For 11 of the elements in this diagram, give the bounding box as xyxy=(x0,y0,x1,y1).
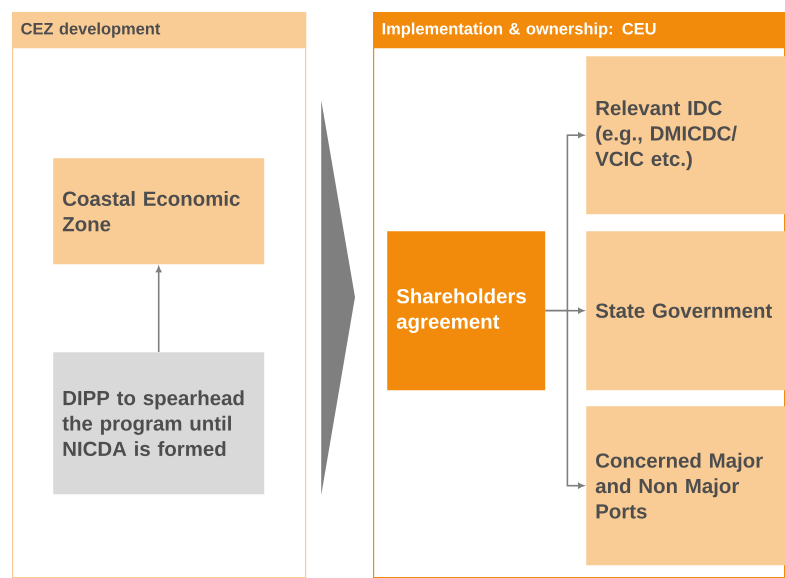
arrow xyxy=(156,266,162,352)
arrow xyxy=(545,310,584,488)
text-box: Relevant IDC (e.g., DMICDC/ VCIC etc.) xyxy=(586,56,785,214)
chevron-arrow xyxy=(321,100,355,496)
text-box: DIPP to spearhead the program until NICDA is formed xyxy=(53,352,264,494)
text-box: Shareholders agreement xyxy=(387,231,546,390)
text-box: Coastal Economic Zone xyxy=(53,158,264,264)
panel-header: Implementation & ownership: CEU xyxy=(373,12,785,48)
panel-header: CEZ development xyxy=(12,12,306,48)
text-box: State Government xyxy=(586,231,785,390)
text-box: Concerned Major and Non Major Ports xyxy=(586,406,785,566)
